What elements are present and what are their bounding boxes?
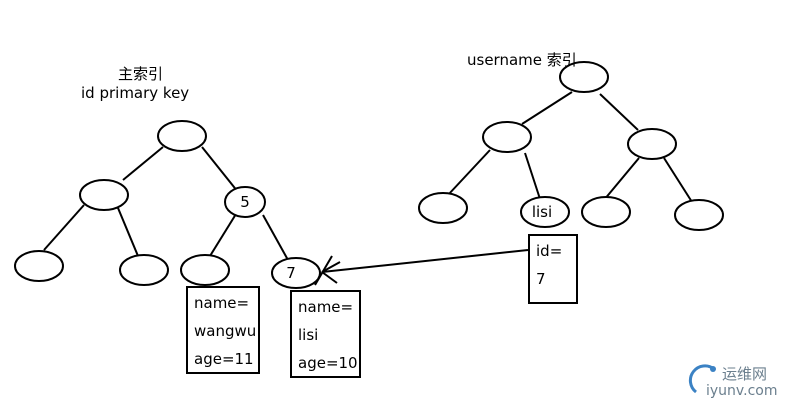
tree-node <box>271 257 321 289</box>
primary-tree-subtitle: id primary key <box>81 84 190 102</box>
edge <box>599 93 639 131</box>
record-line: lisi <box>298 326 319 344</box>
edge <box>122 146 164 181</box>
record-line: age=10 <box>298 354 358 372</box>
tree-node <box>79 179 129 211</box>
edge <box>603 157 640 201</box>
pointer-line <box>321 249 529 273</box>
tree-node <box>180 254 230 286</box>
edge <box>201 146 239 193</box>
edge <box>117 207 139 257</box>
watermark-logo <box>688 364 716 394</box>
watermark-en: iyunv.com <box>706 383 778 399</box>
edge <box>262 214 289 261</box>
secondary-tree-edges <box>447 91 693 203</box>
node-label-5: 5 <box>240 193 250 211</box>
node-label-lisi: lisi <box>531 203 553 221</box>
record-line: name= <box>298 298 354 316</box>
record-line: wangwu <box>194 322 257 340</box>
edge <box>447 149 491 196</box>
tree-node <box>14 250 64 282</box>
tree-node <box>674 199 724 231</box>
tree-node <box>418 192 468 224</box>
primary-tree-nodes <box>14 120 321 289</box>
tree-node <box>520 196 570 228</box>
node-label-7: 7 <box>286 264 296 282</box>
arrow-tick <box>314 255 333 286</box>
record-line: age=11 <box>194 350 254 368</box>
primary-tree-title: 主索引 <box>118 65 164 83</box>
secondary-tree-title: username 索引 <box>467 51 577 69</box>
tree-node <box>119 254 169 286</box>
record-wangwu: name= wangwu age=11 <box>186 286 260 374</box>
tree-node <box>157 120 207 152</box>
logo-dot <box>710 366 716 372</box>
arrowhead <box>321 261 341 273</box>
edge <box>209 213 237 257</box>
record-line: 7 <box>536 270 546 288</box>
edge <box>663 157 693 203</box>
tree-node <box>482 121 532 153</box>
watermark-cn: 运维网 <box>722 365 768 383</box>
record-line: name= <box>194 294 250 312</box>
tree-node <box>581 196 631 228</box>
arrowhead <box>321 271 338 284</box>
pointer-arrow <box>314 249 529 286</box>
logo-arc <box>688 364 715 394</box>
tree-node <box>627 128 677 160</box>
tree-node <box>224 186 266 218</box>
record-lisi: name= lisi age=10 <box>290 290 361 378</box>
edge <box>43 204 85 251</box>
edge <box>524 152 541 200</box>
record-line: id= <box>536 242 563 260</box>
secondary-tree-nodes <box>418 61 724 231</box>
record-pointer-id: id= 7 <box>528 234 578 304</box>
tree-node <box>559 61 609 93</box>
edge <box>521 91 573 125</box>
primary-tree-edges <box>43 146 289 261</box>
